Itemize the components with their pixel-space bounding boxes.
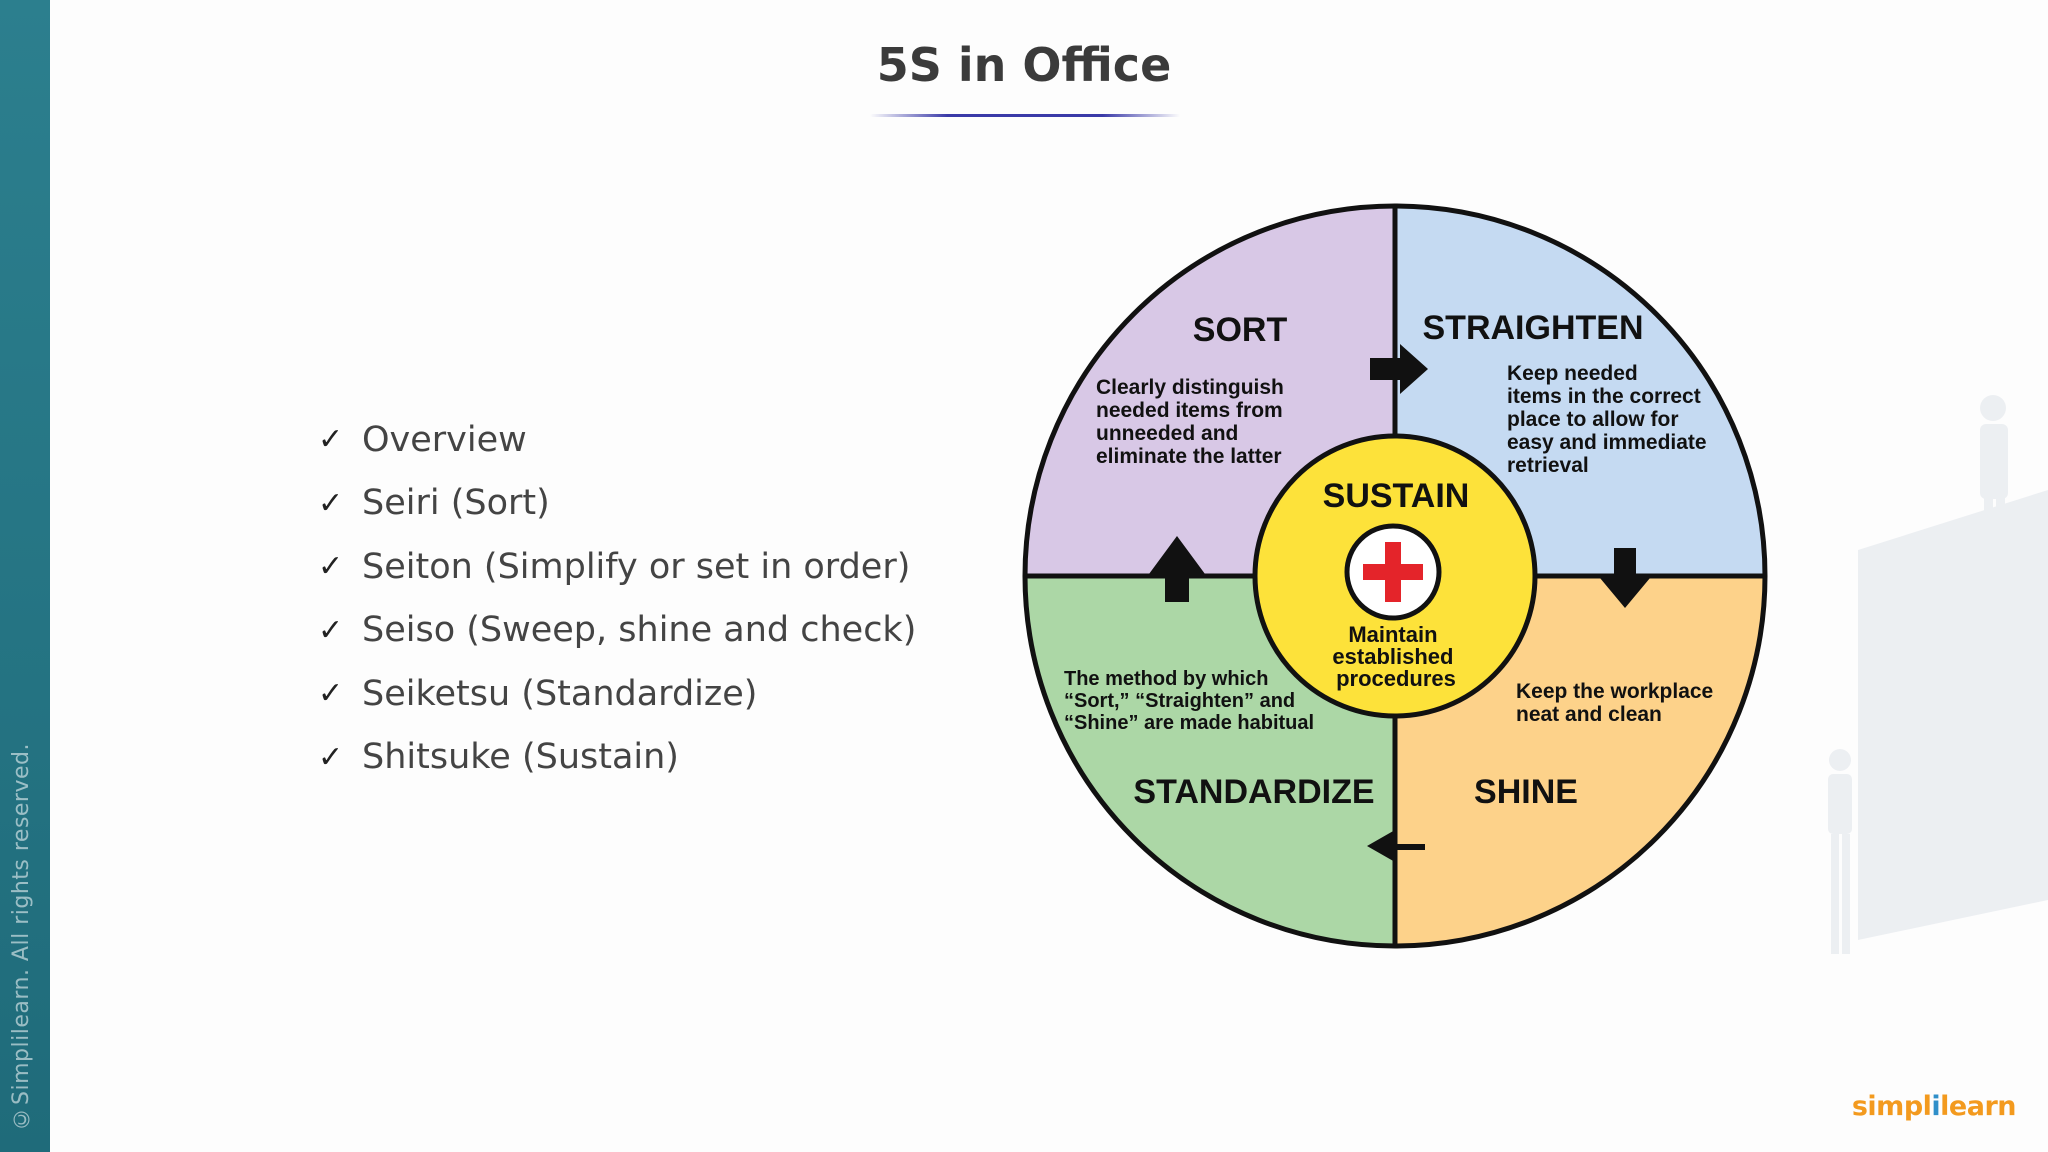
sort-text-line: unneeded and [1096, 422, 1238, 445]
logo-text: learn [1940, 1091, 2016, 1122]
sort-title: SORT [1193, 311, 1288, 349]
sustain-text-line: procedures [1336, 666, 1456, 691]
sort-text-line: eliminate the latter [1096, 445, 1282, 468]
straighten-text-line: easy and immediate [1507, 431, 1707, 454]
standardize-text-line: “Shine” are made habitual [1064, 712, 1314, 734]
simplilearn-logo: simplilearn [1851, 1091, 2017, 1122]
arrow-up-icon [1149, 536, 1205, 602]
straighten-text-line: items in the correct [1507, 385, 1701, 408]
slide-title: 5S in Office [876, 38, 1172, 92]
shine-text: Keep the workplace neat and clean [1516, 680, 1719, 726]
straighten-text-line: Keep needed [1507, 362, 1638, 385]
sustain-text-line: Maintain [1348, 622, 1437, 647]
checkmark-icon: ✓ [318, 422, 344, 458]
topic-label: Seiketsu (Standardize) [362, 673, 758, 714]
shine-text-line: neat and clean [1516, 703, 1662, 726]
topic-item: ✓ Seiso (Sweep, shine and check) [318, 599, 916, 663]
topic-item: ✓ Overview [318, 408, 916, 472]
topic-label: Shitsuke (Sustain) [362, 737, 679, 778]
logo-text: i [1931, 1091, 1941, 1122]
background-illustration [1828, 395, 2048, 954]
checkmark-icon: ✓ [318, 676, 344, 712]
topic-item: ✓ Seiketsu (Standardize) [318, 662, 916, 726]
shine-title: SHINE [1474, 773, 1578, 811]
straighten-text-line: place to allow for [1507, 408, 1679, 431]
topic-item: ✓ Seiri (Sort) [318, 472, 916, 536]
five-s-wheel: SUSTAIN Maintain established procedures … [1022, 203, 1768, 949]
checkmark-icon: ✓ [318, 612, 344, 648]
topic-label: Seiri (Sort) [362, 483, 550, 524]
sustain-text: Maintain established procedures [1332, 622, 1459, 691]
topic-item: ✓ Shitsuke (Sustain) [318, 726, 916, 790]
sort-text-line: Clearly distinguish [1096, 376, 1284, 399]
sort-text-line: needed items from [1096, 399, 1283, 422]
sort-text: Clearly distinguish needed items from un… [1096, 376, 1290, 468]
checkmark-icon: ✓ [318, 485, 344, 521]
topic-item: ✓ Seiton (Simplify or set in order) [318, 535, 916, 599]
red-cross-icon [1344, 523, 1442, 621]
straighten-text-line: retrieval [1507, 454, 1589, 477]
arrow-right-icon [1370, 344, 1428, 394]
arrow-down-icon [1600, 548, 1650, 608]
shine-text-line: Keep the workplace [1516, 680, 1713, 703]
checkmark-icon: ✓ [318, 549, 344, 585]
arrow-left-icon [1367, 830, 1425, 862]
sustain-text-line: established [1332, 644, 1453, 669]
copyright-notice: ©Simplilearn. All rights reserved. [9, 742, 34, 1130]
logo-text: simpl [1851, 1091, 1932, 1122]
topic-label: Seiton (Simplify or set in order) [362, 546, 911, 587]
topic-label: Overview [362, 419, 527, 460]
standardize-text-line: “Sort,” “Straighten” and [1064, 690, 1295, 712]
straighten-text: Keep needed items in the correct place t… [1507, 362, 1712, 477]
standardize-text: The method by which “Sort,” “Straighten”… [1064, 668, 1314, 734]
standardize-text-line: The method by which [1064, 668, 1268, 690]
standardize-title: STANDARDIZE [1133, 773, 1374, 811]
sustain-title: SUSTAIN [1323, 477, 1470, 515]
topic-list: ✓ Overview ✓ Seiri (Sort) ✓ Seiton (Simplif… [318, 408, 916, 789]
title-underline [870, 114, 1180, 117]
checkmark-icon: ✓ [318, 739, 344, 775]
topic-label: Seiso (Sweep, shine and check) [362, 610, 917, 651]
straighten-title: STRAIGHTEN [1423, 309, 1644, 347]
side-band: ©Simplilearn. All rights reserved. [0, 0, 50, 1152]
outer-ring [1022, 203, 1768, 949]
